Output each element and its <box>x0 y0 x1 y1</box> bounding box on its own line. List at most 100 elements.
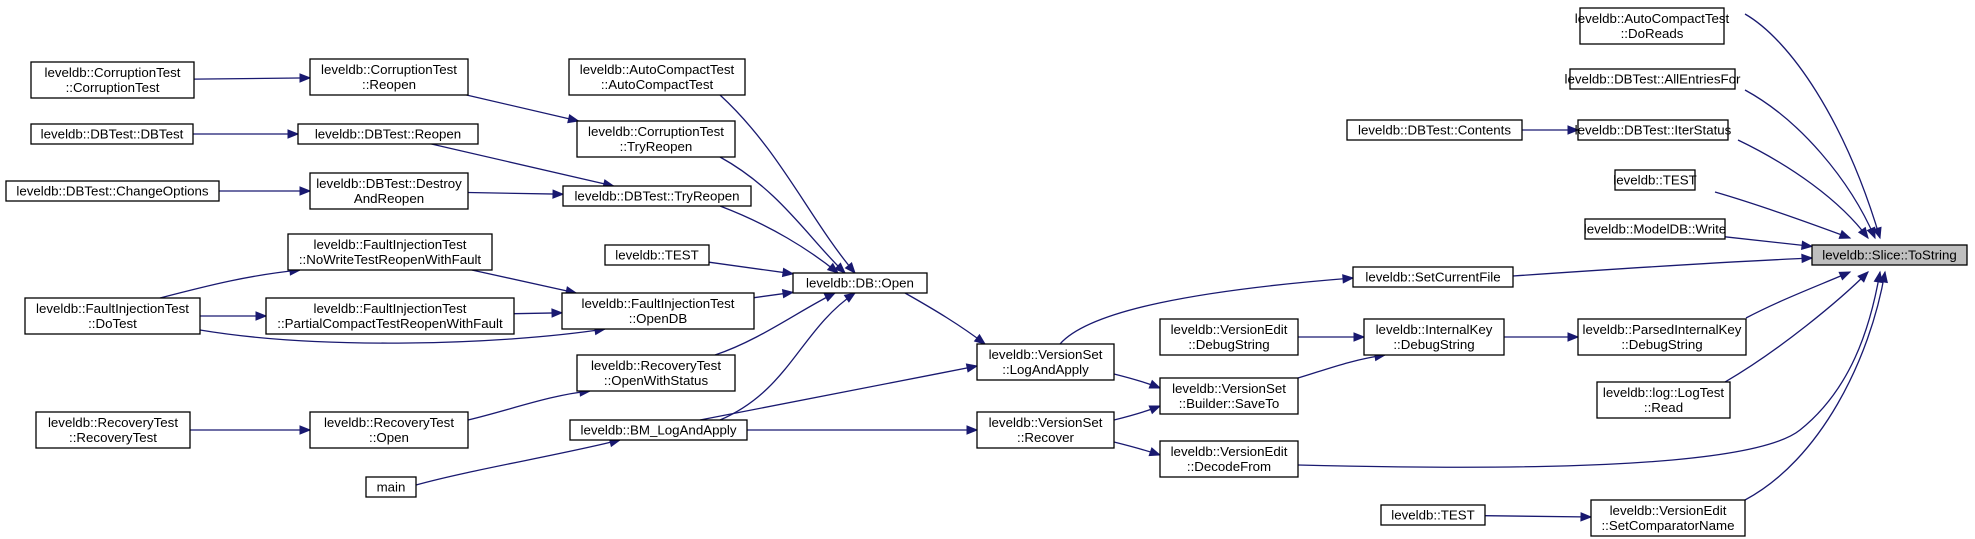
node-label: ::TryReopen <box>620 139 693 154</box>
node-dbtest_contents[interactable]: leveldb::DBTest::Contents <box>1346 119 1523 141</box>
node-autocompact_doreads[interactable]: leveldb::AutoCompactTest::DoReads <box>1575 7 1730 45</box>
node-db_open[interactable]: leveldb::DB::Open <box>792 272 928 294</box>
node-faultinjection_opendb[interactable]: leveldb::FaultInjectionTest::OpenDB <box>561 292 755 330</box>
edge-recoverytest_open-to-recoverytest_openwithstatus <box>467 390 591 421</box>
node-label: leveldb::DBTest::TryReopen <box>574 189 739 204</box>
node-recoverytest_open[interactable]: leveldb::RecoveryTest::Open <box>309 411 469 449</box>
arrowhead-parsedinternalkey_debugstring-to-tostring <box>1838 271 1852 281</box>
node-setcurrentfile[interactable]: leveldb::SetCurrentFile <box>1352 266 1514 288</box>
node-label: leveldb::CorruptionTest <box>45 65 181 80</box>
node-label: ::OpenWithStatus <box>604 373 709 388</box>
node-builder_saveto[interactable]: leveldb::VersionSet::Builder::SaveTo <box>1159 377 1299 415</box>
node-test_top[interactable]: leveldb::TEST <box>1613 169 1697 191</box>
node-dbtest_changeoptions[interactable]: leveldb::DBTest::ChangeOptions <box>5 180 220 202</box>
node-versionset_recover[interactable]: leveldb::VersionSet::Recover <box>976 411 1115 449</box>
node-label: ::DoReads <box>1621 26 1684 41</box>
node-box <box>30 123 194 145</box>
edge-test_mid-to-db_open <box>708 261 794 275</box>
node-main[interactable]: main <box>365 476 417 498</box>
node-logtest_read[interactable]: leveldb::log::LogTest::Read <box>1596 381 1731 419</box>
arrowhead-dbtest_changeoptions-to-dbtest_destroyandreopen <box>299 186 312 196</box>
node-fi_partialcompacttestreopenwithfault[interactable]: leveldb::FaultInjectionTest::PartialComp… <box>265 297 515 335</box>
arrowhead-recoverytest_openwithstatus-to-db_open <box>823 292 837 302</box>
node-test_mid[interactable]: leveldb::TEST <box>604 244 710 266</box>
node-box <box>576 354 736 392</box>
node-label: ::Read <box>1644 400 1683 415</box>
node-box <box>1811 244 1968 266</box>
node-label: ::Open <box>369 430 409 445</box>
node-label: leveldb::FaultInjectionTest <box>314 301 467 316</box>
arrowhead-dbtest_iterstatus-to-tostring <box>1857 226 1869 240</box>
node-dbtest_reopen[interactable]: leveldb::DBTest::Reopen <box>297 123 479 145</box>
arrowhead-dbtest_allentriesfor-to-tostring <box>1866 226 1876 240</box>
node-box <box>297 123 479 145</box>
node-autocompact_ctor[interactable]: leveldb::AutoCompactTest::AutoCompactTes… <box>568 58 746 96</box>
node-dbtest_allentriesfor[interactable]: leveldb::DBTest::AllEntriesFor <box>1565 68 1741 90</box>
node-corruption_ctor[interactable]: leveldb::CorruptionTest::CorruptionTest <box>30 61 195 99</box>
node-internalkey_debugstring[interactable]: leveldb::InternalKey::DebugString <box>1363 318 1505 356</box>
node-label: leveldb::VersionSet <box>989 415 1103 430</box>
node-label: leveldb::ParsedInternalKey <box>1583 322 1742 337</box>
edges-layer <box>159 13 1888 522</box>
arrowhead-versionset_recover-to-builder_saveto <box>1148 405 1162 415</box>
node-label: leveldb::TEST <box>1391 508 1475 523</box>
node-label: leveldb::TEST <box>1613 173 1697 188</box>
node-label: ::PartialCompactTestReopenWithFault <box>277 316 503 331</box>
node-box <box>287 233 493 271</box>
node-versionset_logandapply[interactable]: leveldb::VersionSet::LogAndApply <box>976 343 1115 381</box>
node-label: ::Builder::SaveTo <box>1179 396 1280 411</box>
node-fi_dotest[interactable]: leveldb::FaultInjectionTest::DoTest <box>24 297 201 335</box>
node-recoverytest_openwithstatus[interactable]: leveldb::RecoveryTest::OpenWithStatus <box>576 354 736 392</box>
edge-dbtest_destroyandreopen-to-dbtest_tryreopen <box>467 191 564 195</box>
node-box <box>1569 68 1736 90</box>
node-box <box>1159 377 1299 415</box>
edge-bm_logandapply-to-db_open <box>719 292 856 421</box>
node-box <box>1363 318 1505 356</box>
node-box <box>365 476 417 498</box>
arrowhead-dbtest_ctor-to-dbtest_reopen <box>287 129 300 139</box>
node-tostring[interactable]: leveldb::Slice::ToString <box>1811 244 1968 266</box>
node-versionedit_debugstring[interactable]: leveldb::VersionEdit::DebugString <box>1159 318 1299 356</box>
nodes-layer: leveldb::Slice::ToString leveldb::AutoCom… <box>5 7 1968 537</box>
node-corruption_reopen[interactable]: leveldb::CorruptionTest::Reopen <box>309 58 469 96</box>
node-box <box>24 297 201 335</box>
edge-corruption_tryreopen-to-db_open <box>719 156 846 274</box>
node-label: leveldb::DBTest::Contents <box>1358 123 1511 138</box>
node-corruption_tryreopen[interactable]: leveldb::CorruptionTest::TryReopen <box>576 120 736 158</box>
node-fi_nowritetestreopenwithfault[interactable]: leveldb::FaultInjectionTest::NoWriteTest… <box>287 233 493 271</box>
edge-dbtest_allentriesfor-to-tostring <box>1744 89 1876 239</box>
node-recoverytest_ctor[interactable]: leveldb::RecoveryTest::RecoveryTest <box>35 411 191 449</box>
node-dbtest_tryreopen[interactable]: leveldb::DBTest::TryReopen <box>562 185 752 207</box>
node-bm_logandapply[interactable]: leveldb::BM_LogAndApply <box>569 419 748 441</box>
arrowhead-corruption_reopen-to-corruption_tryreopen <box>567 113 580 124</box>
node-label: leveldb::VersionEdit <box>1171 444 1288 459</box>
node-test_bottom[interactable]: leveldb::TEST <box>1380 504 1486 526</box>
edge-parsedinternalkey_debugstring-to-tostring <box>1745 271 1851 319</box>
arrowhead-corruption_tryreopen-to-db_open <box>834 262 846 274</box>
node-label: ::AutoCompactTest <box>601 77 714 92</box>
node-label: ::SetComparatorName <box>1601 518 1734 533</box>
node-label: leveldb::AutoCompactTest <box>580 62 735 77</box>
arrowhead-dbtest_destroyandreopen-to-dbtest_tryreopen <box>552 189 565 199</box>
node-dbtest_ctor[interactable]: leveldb::DBTest::DBTest <box>30 123 194 145</box>
edge-logtest_read-to-tostring <box>1724 271 1869 383</box>
node-versionedit_decodefrom[interactable]: leveldb::VersionEdit::DecodeFrom <box>1159 440 1299 478</box>
node-box <box>265 297 515 335</box>
node-label: ::Recover <box>1017 430 1074 445</box>
node-box <box>309 172 469 210</box>
node-versionedit_setcomparatorname[interactable]: leveldb::VersionEdit::SetComparatorName <box>1590 499 1746 537</box>
node-dbtest_iterstatus[interactable]: leveldb::DBTest::IterStatus <box>1575 119 1732 141</box>
node-label: ::DecodeFrom <box>1187 459 1271 474</box>
arrowhead-fi_partialcompacttestreopenwithfault-to-faultinjection_opendb <box>551 308 564 318</box>
node-label: leveldb::DBTest::Destroy <box>316 176 462 191</box>
node-parsedinternalkey_debugstring[interactable]: leveldb::ParsedInternalKey::DebugString <box>1577 318 1747 356</box>
node-label: leveldb::BM_LogAndApply <box>581 423 737 438</box>
edge-fi_nowritetestreopenwithfault-to-faultinjection_opendb <box>471 269 577 294</box>
node-label: leveldb::RecoveryTest <box>48 415 178 430</box>
node-box <box>1579 7 1725 45</box>
arrowhead-versionset_logandapply-to-setcurrentfile <box>1342 274 1355 284</box>
node-modeldb_write[interactable]: leveldb::ModelDB::Write <box>1584 218 1726 240</box>
arrowhead-test_mid-to-db_open <box>781 267 795 278</box>
node-box <box>1159 318 1299 356</box>
